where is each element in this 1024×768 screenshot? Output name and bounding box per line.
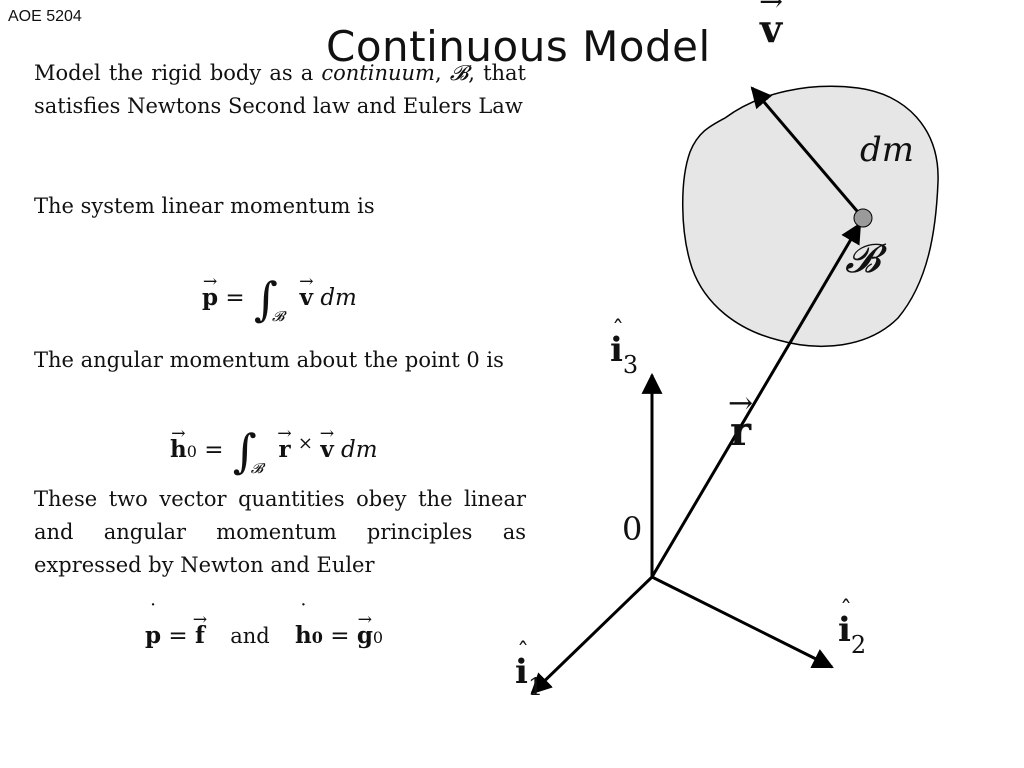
integral-sign: ∫ — [232, 424, 257, 478]
r-vector: r — [278, 436, 290, 463]
paragraph-linear: The system linear momentum is — [34, 194, 375, 218]
v-vector: v — [320, 436, 333, 463]
equals-sign: = — [168, 623, 188, 649]
axis-i2 — [651, 575, 834, 669]
slide-title: Continuous Model — [326, 22, 711, 71]
intro-symbol: 𝓑 — [449, 61, 469, 85]
velocity-vector — [750, 86, 865, 219]
intro-before: Model the rigid body as a — [34, 61, 322, 85]
h-subscript: 0 — [311, 628, 323, 647]
h-dot: h — [295, 622, 312, 649]
cross-product: × — [297, 433, 313, 454]
mass-element: dm — [341, 437, 378, 463]
axis-i1 — [530, 575, 654, 695]
mass-element-point — [853, 208, 873, 228]
equals-sign: = — [204, 437, 224, 463]
p-vector: p — [202, 284, 218, 311]
equals-sign: = — [330, 623, 350, 649]
equation-momentum-laws: p = f and h0 = g0 — [145, 622, 383, 649]
course-code: AOE 5204 — [8, 8, 82, 25]
label-r-vector: r — [730, 408, 751, 455]
label-dm: dm — [860, 130, 915, 170]
integral-domain: 𝓑 — [271, 309, 285, 325]
intro-emphasis: continuum — [321, 61, 435, 85]
label-origin: 0 — [622, 510, 643, 548]
mass-element: dm — [320, 285, 357, 311]
equals-sign: = — [225, 285, 245, 311]
intro-after: , that satisfies Newtons Second law and … — [34, 61, 526, 118]
paragraph-principles: These two vector quantities obey the lin… — [34, 487, 526, 577]
label-v-vector: v — [760, 6, 782, 51]
position-vector — [650, 222, 862, 578]
and-word: and — [230, 624, 270, 648]
equation-angular-momentum: h0 = ∫𝓑 r × v dm — [170, 414, 378, 478]
integral-domain: 𝓑 — [250, 461, 264, 477]
h-subscript: 0 — [186, 442, 197, 461]
rigid-body-blob — [681, 85, 939, 348]
g-subscript: 0 — [372, 628, 384, 647]
p-dot: p — [145, 622, 161, 649]
h-vector: h — [170, 436, 187, 463]
integral-sign: ∫ — [254, 272, 278, 326]
label-body: 𝓑 — [845, 236, 881, 282]
intro-sep: , — [434, 61, 450, 85]
equation-linear-momentum: p = ∫𝓑 v dm — [202, 262, 357, 326]
paragraph-angular: The angular momentum about the point 0 i… — [34, 348, 504, 372]
f-vector: f — [195, 622, 205, 649]
paragraph-intro: Model the rigid body as a continuum, 𝓑, … — [34, 57, 526, 123]
g-vector: g — [357, 622, 373, 649]
v-vector: v — [300, 284, 313, 311]
